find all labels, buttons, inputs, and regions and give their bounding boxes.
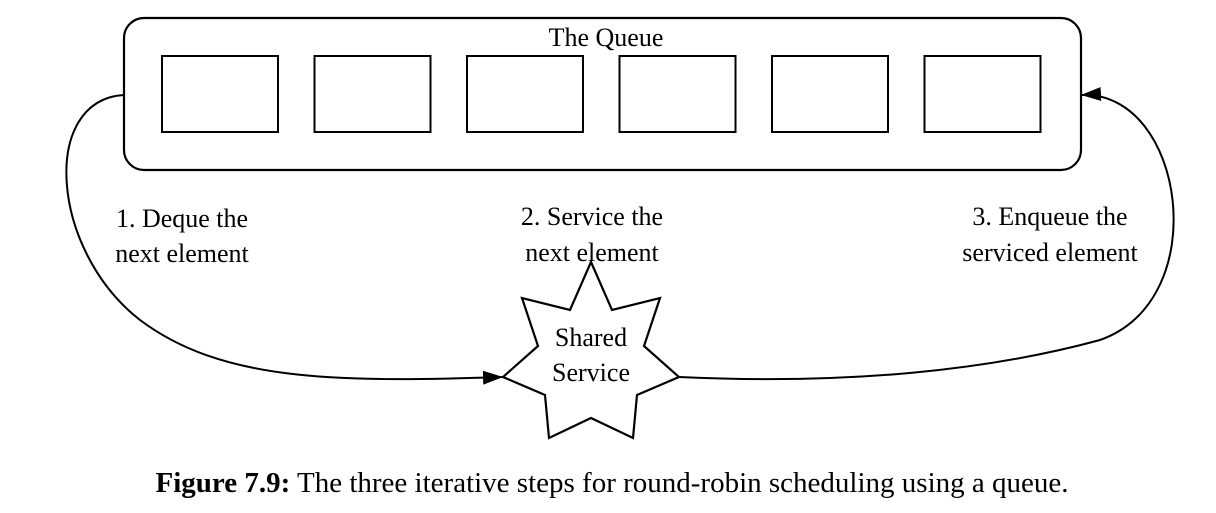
figure-label: Figure 7.9: <box>156 467 291 499</box>
svg-text:serviced element: serviced element <box>962 238 1138 267</box>
shared-service: Shared Service <box>500 259 682 440</box>
svg-text:2. Service the: 2. Service the <box>521 202 663 231</box>
svg-text:3. Enqueue the: 3. Enqueue the <box>972 202 1127 231</box>
queue-slots <box>161 55 1042 133</box>
queue-title: The Queue <box>549 23 664 52</box>
figure-caption: Figure 7.9: The three iterative steps fo… <box>156 467 1069 499</box>
step-1-label: 1. Deque the next element <box>115 204 249 268</box>
queue-slot <box>466 55 584 133</box>
queue: The Queue <box>122 16 1083 172</box>
svg-text:1. Deque the: 1. Deque the <box>116 204 248 233</box>
svg-text:Shared: Shared <box>555 323 627 352</box>
step-3-label: 3. Enqueue the serviced element <box>962 202 1138 267</box>
queue-slot <box>923 55 1042 133</box>
shared-service-star <box>500 259 682 440</box>
caption-text: The three iterative steps for round-robi… <box>290 467 1068 499</box>
step-2-label: 2. Service the next element <box>521 202 663 267</box>
queue-slot <box>161 55 279 133</box>
enqueue-arrow <box>678 87 1175 381</box>
queue-slot <box>313 55 432 133</box>
queue-slot <box>618 55 737 133</box>
svg-text:next element: next element <box>525 238 659 267</box>
svg-text:Service: Service <box>552 358 630 387</box>
queue-slot <box>771 55 889 133</box>
dequeue-arrow <box>65 94 504 385</box>
svg-text:next element: next element <box>115 239 249 268</box>
